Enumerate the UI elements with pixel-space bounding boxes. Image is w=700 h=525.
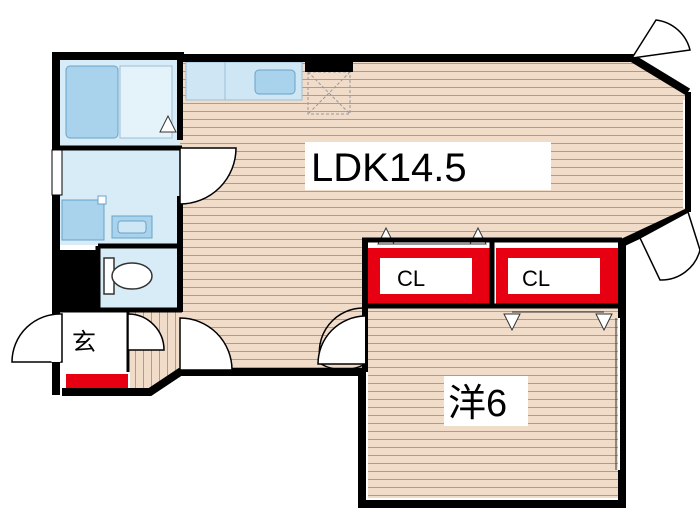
entrance-label: 玄 <box>72 329 96 356</box>
black-column <box>305 60 353 72</box>
closet-right-label: CL <box>522 266 550 291</box>
western-room-label: 洋6 <box>448 383 507 425</box>
toilet-icon <box>103 257 153 295</box>
doors <box>11 19 700 371</box>
ldk-floor <box>180 60 685 372</box>
closet-left-label: CL <box>397 266 425 291</box>
ldk-label: LDK14.5 <box>311 146 467 190</box>
kitchen-sink <box>254 69 296 95</box>
bathtub-icon <box>65 65 119 139</box>
washbasin-icon <box>61 199 105 241</box>
shoe-cabinet <box>66 374 128 388</box>
